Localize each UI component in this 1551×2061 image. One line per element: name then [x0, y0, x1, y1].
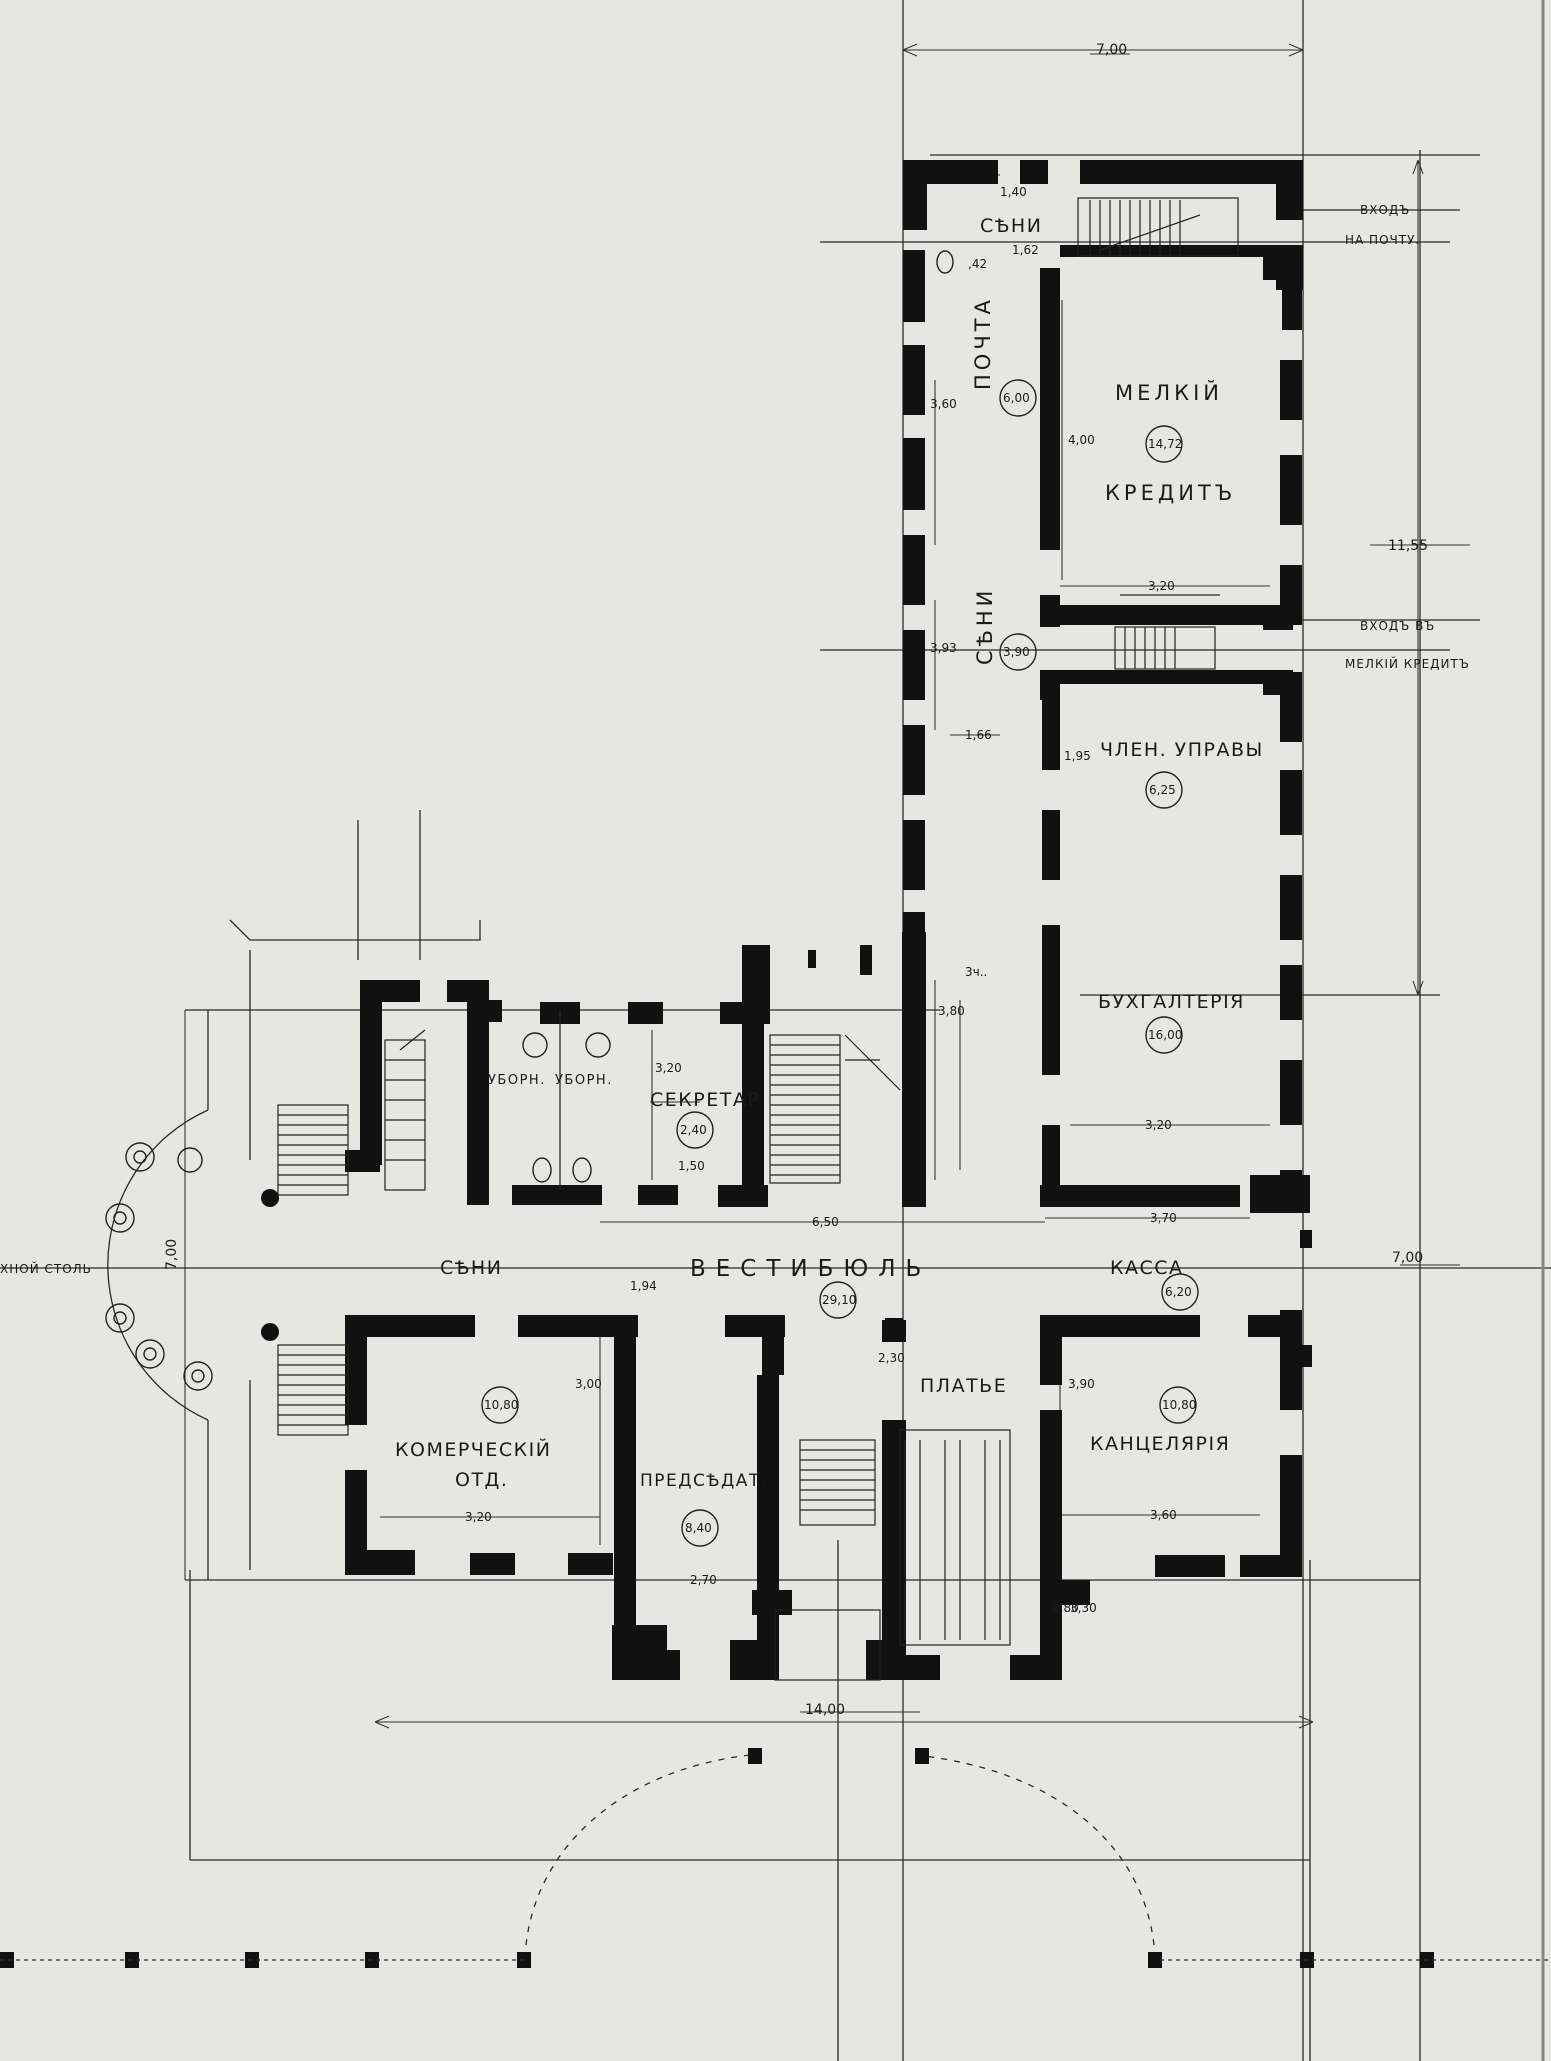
- label-senni-top: СѢНИ: [980, 215, 1042, 237]
- label-senni-mid: СѢНИ: [973, 587, 997, 665]
- label-ubornaya-1: УБОРН.: [488, 1073, 546, 1088]
- dim-left-height: 7,00: [164, 1239, 180, 1270]
- note-entry-credit-1: ВХОДЪ ВЪ: [1360, 619, 1435, 633]
- label-chlen-upravy: ЧЛЕН. УПРАВЫ: [1100, 739, 1264, 761]
- label-kommercheskiy-2: ОТД.: [455, 1469, 508, 1491]
- area-bukhgalteria: 16,00: [1148, 1028, 1182, 1042]
- dim-1-62: 1,62: [1012, 243, 1039, 257]
- area-vestibul: 29,10: [822, 1293, 856, 1307]
- label-kommercheskiy-1: КОМЕРЧЕСКІЙ: [395, 1438, 551, 1461]
- stairs: [277, 197, 1239, 1681]
- west-porch: [105, 919, 481, 1580]
- south-arcade: [0, 1748, 1551, 1968]
- dimension-values: 7,00 11,55 7,00 7,00 14,00 3,20 3,20 4,0…: [164, 42, 1428, 1718]
- label-plate: ПЛАТЬЕ: [920, 1375, 1007, 1397]
- dim-2-70: 2,70: [690, 1573, 717, 1587]
- dim-top-width: 7,00: [1096, 42, 1127, 58]
- dim-3-60-k: 3,60: [1150, 1508, 1177, 1522]
- dim-1-94: 1,94: [630, 1279, 657, 1293]
- label-melkiy-kredit-2: КРЕДИТЪ: [1105, 481, 1236, 505]
- dim-3-80: 3,80: [938, 1004, 965, 1018]
- area-kantselaria: 10,80: [1162, 1398, 1196, 1412]
- dim-1-95: 1,95: [1064, 749, 1091, 763]
- label-kassa: КАССА: [1110, 1257, 1184, 1279]
- label-senni-left: СѢНИ: [440, 1257, 502, 1279]
- label-sekretar: СЕКРЕТАР: [650, 1089, 760, 1111]
- dim-3-93: 3,93: [930, 641, 957, 655]
- dim-1-66: 1,66: [965, 728, 992, 742]
- dim-bottom-width: 14,00: [805, 1702, 845, 1718]
- dim-6-50: 6,50: [812, 1215, 839, 1229]
- label-ubornaya-2: УБОРН.: [555, 1073, 613, 1088]
- dim-1-40: 1,40: [1000, 185, 1027, 199]
- note-entry-credit-2: МЕЛКІЙ КРЕДИТЪ: [1345, 656, 1470, 671]
- area-chlen-upravy: 6,25: [1149, 783, 1176, 797]
- dim-3-20-a: 3,20: [1148, 579, 1175, 593]
- area-kommercheskiy: 10,80: [484, 1398, 518, 1412]
- dim-2-30: 2,30: [878, 1351, 905, 1365]
- area-senni-mid: 3,90: [1003, 645, 1030, 659]
- note-entry-post-1: ВХОДЪ: [1360, 203, 1410, 217]
- note-pillar: ХНОЙ СТОЛЬ: [0, 1261, 92, 1276]
- dim-3-70: 3,70: [1150, 1211, 1177, 1225]
- toilet-fixtures: [522, 250, 954, 1190]
- label-predsedat: ПРЕДСѢДАТ.: [640, 1471, 768, 1491]
- label-vestibul: ВЕСТИБЮЛЬ: [690, 1256, 931, 1282]
- area-um: 3ч..: [965, 965, 987, 979]
- dim-3-30: 3,30: [1070, 1601, 1097, 1615]
- area-pochta: 6,00: [1003, 391, 1030, 405]
- dim-3-90-c: 3,90: [1068, 1377, 1095, 1391]
- dim-4-00: 4,00: [1068, 433, 1095, 447]
- dim-3-20-sek: 3,20: [655, 1061, 682, 1075]
- area-kassa: 6,20: [1165, 1285, 1192, 1299]
- area-sekretar: 2,40: [680, 1123, 707, 1137]
- label-kantselaria: КАНЦЕЛЯРІЯ: [1090, 1433, 1230, 1455]
- area-circles: [481, 379, 1199, 1547]
- entry-notes: ВХОДЪ НА ПОЧТУ. ВХОДЪ ВЪ МЕЛКІЙ КРЕДИТЪ …: [0, 203, 1470, 1276]
- area-melkiy: 14,72: [1148, 437, 1182, 451]
- room-labels: СѢНИ ПОЧТА МЕЛКІЙ КРЕДИТЪ СѢНИ ЧЛЕН. УПР…: [395, 215, 1264, 1491]
- dim-3-60: 3,60: [930, 397, 957, 411]
- dim-0-42: ,42: [968, 257, 987, 271]
- dim-right-lower: 7,00: [1392, 1250, 1423, 1266]
- dim-0-80: 0,80: [1052, 1601, 1079, 1615]
- label-melkiy-kredit-1: МЕЛКІЙ: [1115, 380, 1223, 405]
- dim-3-00-k: 3,00: [575, 1377, 602, 1391]
- note-entry-post-2: НА ПОЧТУ.: [1345, 233, 1420, 247]
- label-pochta: ПОЧТА: [971, 296, 995, 390]
- dim-3-20-kom: 3,20: [465, 1510, 492, 1524]
- dim-3-20-b: 3,20: [1145, 1118, 1172, 1132]
- label-bukhgalteria: БУХГАЛТЕРІЯ: [1098, 991, 1245, 1013]
- area-predsedat: 8,40: [685, 1521, 712, 1535]
- dim-right-height: 11,55: [1388, 538, 1428, 554]
- dimension-lines: [184, 43, 1470, 1729]
- area-values: 6,00 14,72 3,90 6,25 16,00 2,40 29,10 6,…: [484, 391, 1196, 1535]
- dim-1-50: 1,50: [678, 1159, 705, 1173]
- walls: [345, 160, 1312, 1680]
